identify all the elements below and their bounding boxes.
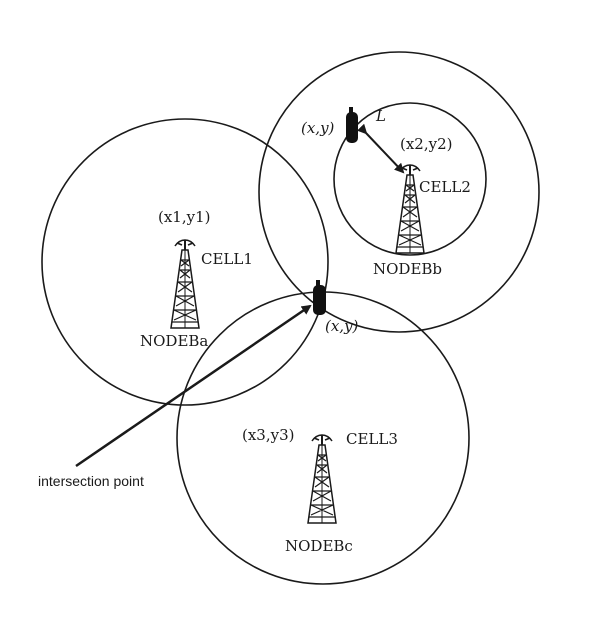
intersection-mobile-phone-icon [313, 280, 326, 315]
cell3-node-label: NODEBc [285, 537, 353, 555]
intersection-pointer-arrow [75, 304, 312, 468]
cell1-coord-label: (x1,y1) [158, 208, 211, 226]
intersection-point-annotation: intersection point [38, 473, 144, 489]
cell1-coverage-circle [41, 118, 329, 406]
upper-mobile-coord-label: (x,y) [301, 119, 335, 137]
distance-label: L [375, 107, 386, 125]
cell1-node-label: NODEBa [140, 332, 208, 350]
cell3-coord-label: (x3,y3) [242, 426, 295, 444]
cell3-label: CELL3 [346, 430, 398, 448]
cell2-label: CELL2 [419, 178, 471, 196]
cell2-outer-coverage-circle [258, 51, 540, 333]
cell2-coord-label: (x2,y2) [400, 135, 453, 153]
cell1-label: CELL1 [201, 250, 253, 268]
intersection-mobile-coord-label: (x,y) [325, 317, 359, 335]
upper-mobile-phone-icon [346, 107, 358, 143]
cell3-tower-icon [307, 434, 337, 524]
cell2-node-label: NODEBb [373, 260, 442, 278]
distance-arrow [356, 123, 405, 174]
cell2-inner-circle [333, 102, 487, 256]
cell1-tower-icon [170, 239, 200, 329]
